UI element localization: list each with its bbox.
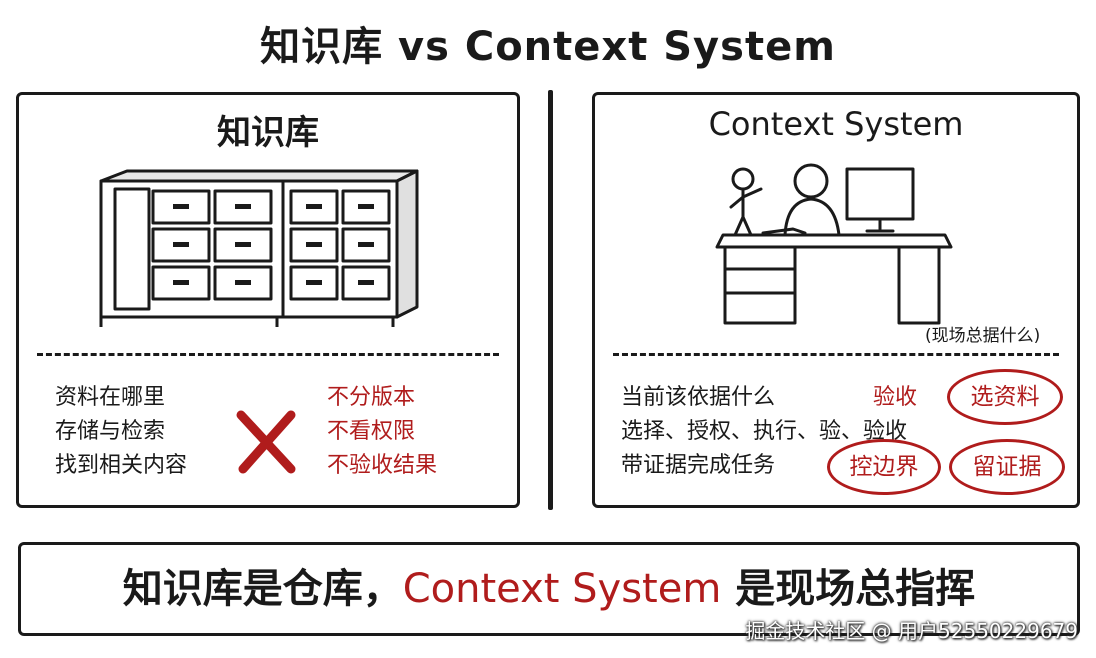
feature-item: 资料在哪里	[55, 385, 166, 410]
page-title: 知识库 vs Context System	[260, 24, 836, 70]
context-system-title: Context System	[708, 105, 964, 143]
feature-list: 资料在哪里 存储与检索 找到相关内容	[55, 381, 187, 483]
context-line: 选择、授权、执行、验、验收	[621, 419, 908, 444]
context-line: 带证据完成任务	[621, 453, 776, 478]
desk-scene-illustration	[715, 163, 953, 325]
feature-item: 找到相关内容	[55, 453, 188, 478]
tag-keep-evidence: 留证据	[949, 439, 1065, 495]
negative-item: 不看权限	[327, 419, 416, 444]
knowledge-base-title: 知识库	[217, 113, 319, 153]
tag-control-boundary: 控边界	[827, 439, 941, 495]
summary-part1: 知识库是仓库，	[122, 566, 403, 612]
divider-dashed	[613, 353, 1059, 356]
tag-check: 验收	[873, 385, 918, 410]
red-cross-icon	[236, 410, 296, 474]
summary-banner: 知识库是仓库，Context System 是现场总指挥	[18, 542, 1080, 636]
tag-select-material: 选资料	[947, 369, 1063, 425]
context-system-panel: Context System (现场总据什么) 当前该依据什么 选择、授权、执行…	[592, 92, 1080, 508]
illustration-note: (现场总据什么)	[925, 326, 1041, 346]
negative-list: 不分版本 不看权限 不验收结果	[327, 381, 437, 483]
center-divider	[548, 90, 553, 510]
negative-item: 不分版本	[327, 385, 416, 410]
feature-item: 存储与检索	[55, 419, 166, 444]
negative-item: 不验收结果	[327, 453, 438, 478]
context-line-list: 当前该依据什么 选择、授权、执行、验、验收 带证据完成任务	[621, 381, 907, 483]
file-cabinet-illustration	[99, 169, 419, 327]
summary-part3: 是现场总指挥	[721, 566, 976, 612]
watermark: 掘金技术社区 @ 用户52550229679	[745, 619, 1078, 643]
knowledge-base-panel: 知识库 资料在哪里 存储与检索 找到相关	[16, 92, 520, 508]
summary-highlight: Context System	[402, 566, 722, 612]
divider-dashed	[37, 353, 499, 356]
context-line: 当前该依据什么	[621, 385, 776, 410]
